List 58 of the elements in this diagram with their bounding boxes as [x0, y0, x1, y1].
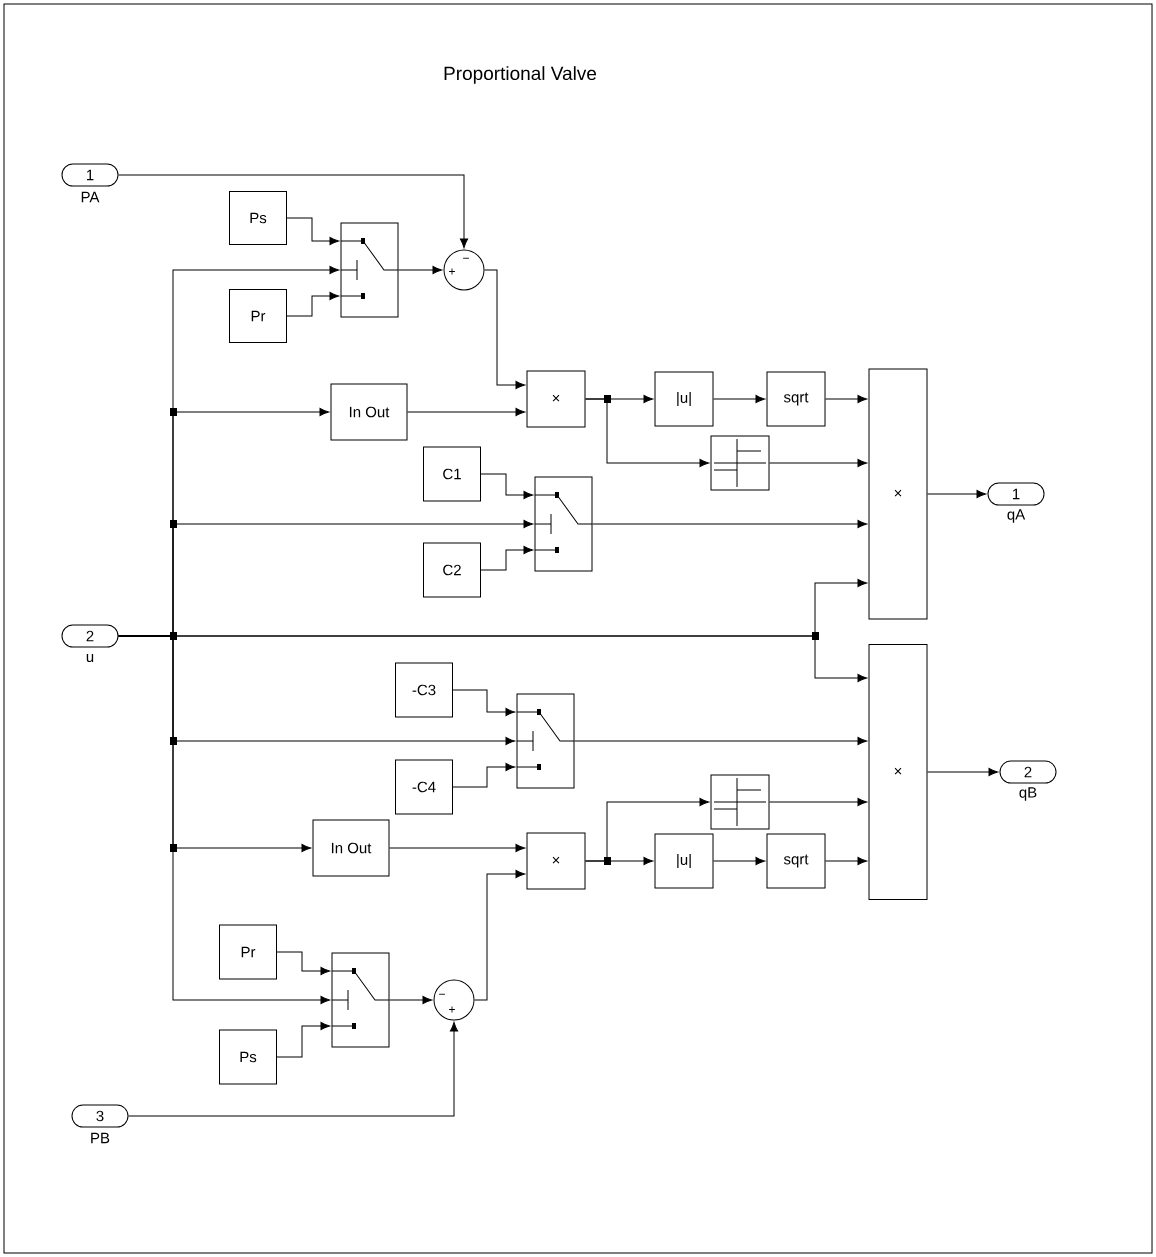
arrow	[452, 762, 516, 788]
switch-block	[331, 952, 390, 1048]
transport-delay-block: In Out	[330, 383, 408, 441]
sqrt-block: sqrt	[766, 833, 826, 889]
sign-block	[710, 435, 770, 491]
arrow	[585, 398, 710, 468]
arrow	[585, 797, 710, 862]
arrow	[713, 394, 766, 404]
arrow	[276, 951, 331, 976]
arrow	[452, 689, 516, 717]
arrow	[480, 545, 534, 571]
arrow	[769, 458, 868, 468]
arrow	[407, 407, 526, 417]
arrow	[769, 797, 868, 807]
constant-block: C2	[423, 542, 481, 598]
arrow	[825, 394, 868, 404]
product-block: ×	[526, 370, 586, 428]
product-block: ×	[868, 644, 928, 900]
product-block: ×	[868, 368, 928, 620]
arrow	[286, 217, 340, 246]
arrow	[484, 269, 526, 390]
switch-block	[340, 222, 399, 318]
sign-block	[710, 774, 770, 830]
arrow	[276, 1021, 331, 1058]
constant-block: Ps	[219, 1029, 277, 1085]
arrow	[574, 736, 868, 746]
arrow	[389, 843, 526, 853]
arrow	[927, 767, 999, 777]
arrow	[474, 869, 526, 1001]
product-block: ×	[526, 832, 586, 890]
port-label: u	[86, 654, 94, 663]
transport-delay-block: In Out	[312, 819, 390, 877]
arrow	[825, 856, 868, 866]
switch-block	[516, 693, 575, 789]
arrow	[480, 473, 534, 500]
switch-block	[534, 476, 593, 572]
port-label: qB	[1019, 787, 1037, 801]
constant-block: Pr	[219, 924, 277, 980]
arrow	[592, 519, 868, 529]
abs-block: |u|	[654, 371, 714, 427]
arrow	[713, 856, 766, 866]
sqrt-block: sqrt	[766, 371, 826, 427]
arrow	[398, 265, 443, 275]
constant-block: Ps	[229, 191, 287, 245]
arrow	[389, 995, 433, 1005]
arrow	[927, 489, 987, 499]
port-label: PB	[91, 1132, 110, 1144]
arrow	[128, 1021, 459, 1117]
constant-block: Pr	[229, 289, 287, 343]
arrow	[286, 291, 340, 317]
constant-block: C1	[423, 446, 481, 502]
constant-block: -C4	[395, 759, 453, 815]
port-label: PA	[81, 191, 100, 203]
abs-block: |u|	[654, 833, 714, 889]
port-label: qA	[1007, 509, 1026, 523]
arrow	[118, 174, 469, 249]
title: Proportional Valve	[444, 66, 597, 84]
constant-block: -C3	[395, 662, 453, 718]
